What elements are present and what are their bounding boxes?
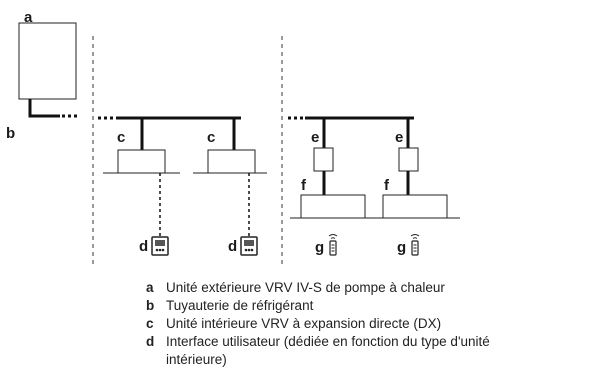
legend-text: intérieure)	[166, 352, 227, 367]
unit-f1	[300, 194, 366, 219]
label-e2: e	[395, 129, 403, 146]
legend-text: Interface utilisateur (dédiée en fonctio…	[166, 334, 490, 349]
label-b: b	[6, 125, 15, 142]
legend-item: a Unité extérieure VRV IV-S de pompe à c…	[146, 279, 606, 297]
legend-text: Tuyauterie de réfrigérant	[166, 298, 314, 313]
label-e1: e	[311, 129, 319, 146]
label-g2: g	[397, 239, 406, 256]
outdoor-unit	[18, 22, 77, 100]
remote-controller-icon	[240, 236, 258, 256]
indoor-unit-c1	[117, 149, 166, 174]
label-c2: c	[207, 129, 215, 146]
wireless-remote-icon	[328, 234, 338, 256]
legend-key: a	[146, 280, 154, 295]
legend-key: c	[146, 316, 154, 331]
legend-text: Unité intérieure VRV à expansion directe…	[166, 316, 442, 331]
label-g1: g	[315, 239, 324, 256]
label-c1: c	[117, 129, 125, 146]
unit-f2	[382, 194, 448, 219]
legend-item: d Interface utilisateur (dédiée en fonct…	[146, 333, 606, 351]
module-e2	[398, 147, 419, 172]
legend-item: intérieure)	[146, 351, 606, 369]
legend-item: c Unité intérieure VRV à expansion direc…	[146, 315, 606, 333]
remote-controller-icon	[151, 236, 169, 256]
label-f1: f	[301, 177, 307, 194]
wireless-remote-icon	[410, 234, 420, 256]
legend: a Unité extérieure VRV IV-S de pompe à c…	[146, 279, 606, 369]
legend-key: b	[146, 298, 155, 313]
label-f2: f	[384, 177, 390, 194]
legend-text: Unité extérieure VRV IV-S de pompe à cha…	[166, 280, 445, 295]
label-a: a	[24, 9, 33, 26]
legend-item: b Tuyauterie de réfrigérant	[146, 297, 606, 315]
legend-key: d	[146, 334, 155, 349]
indoor-unit-c2	[207, 149, 256, 174]
label-d1: d	[139, 238, 148, 255]
system-diagram: a b c c d d e e f f g	[6, 9, 460, 268]
label-d2: d	[228, 238, 237, 255]
refrigerant-pipe	[28, 99, 60, 118]
module-e1	[313, 147, 334, 172]
